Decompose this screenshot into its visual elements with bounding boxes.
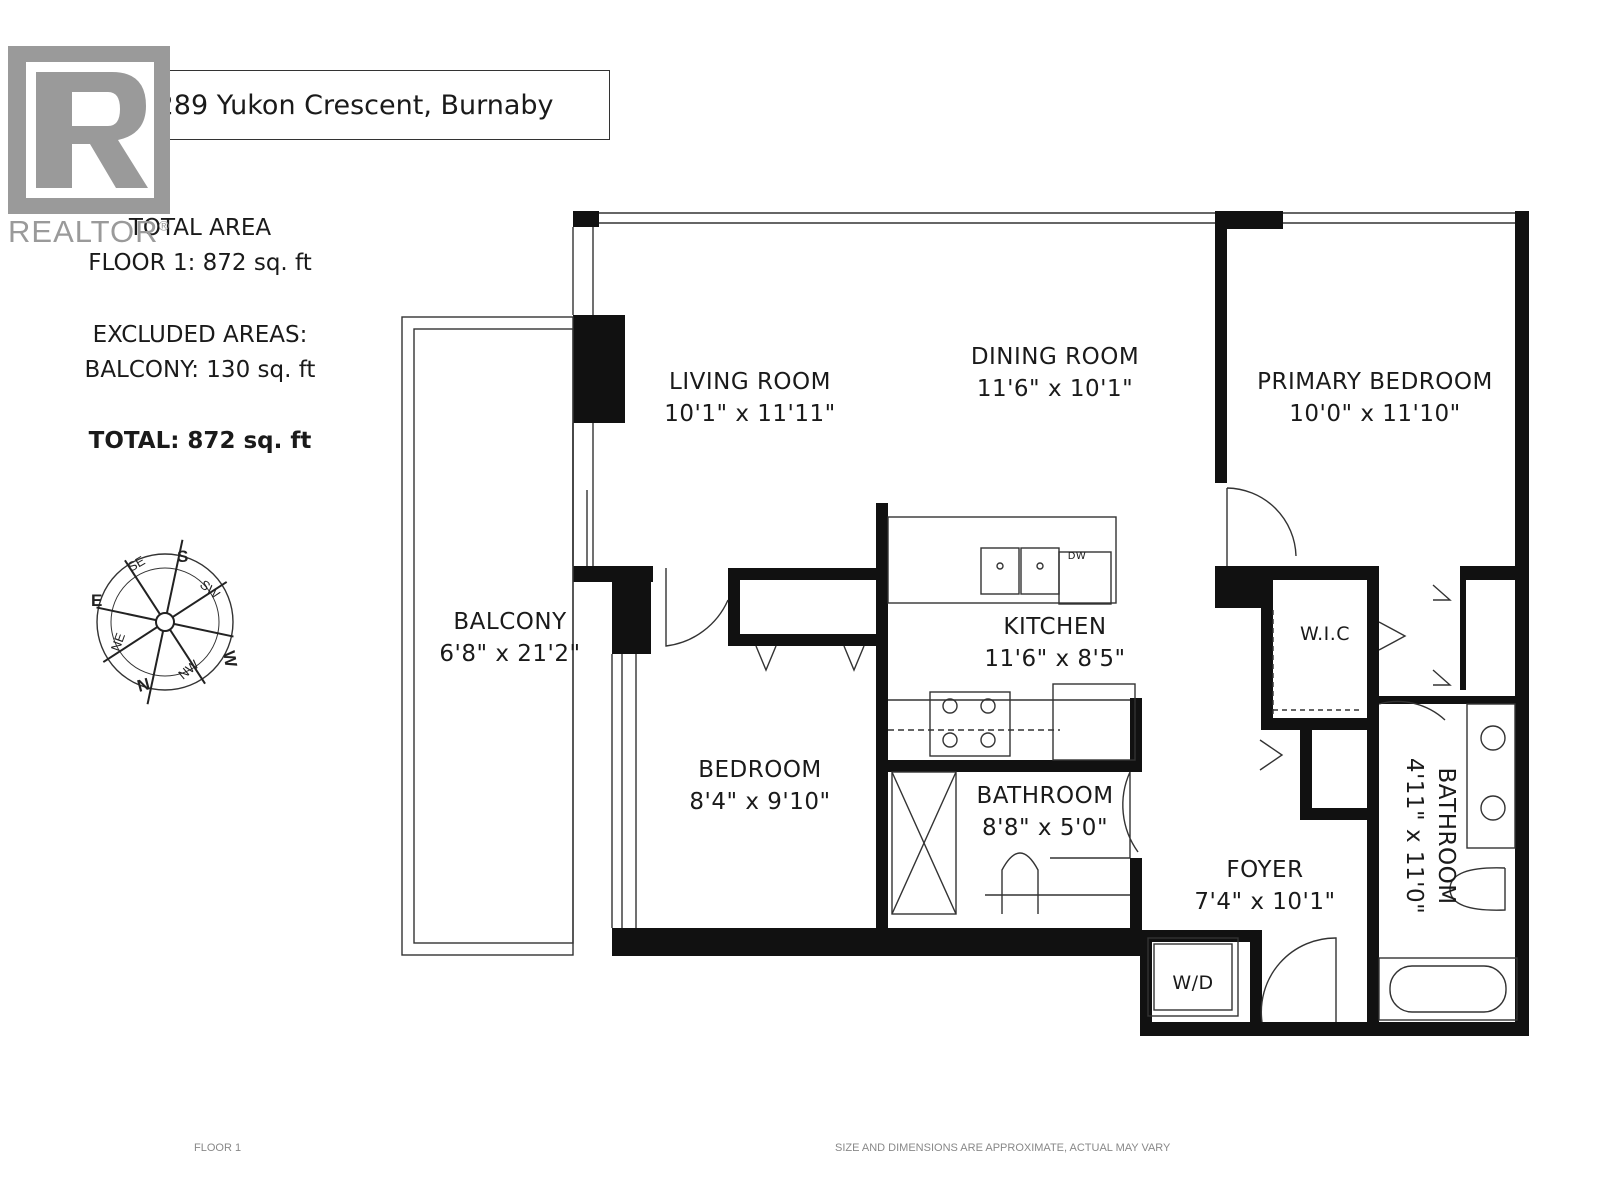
total-area-heading: TOTAL AREA <box>128 215 272 241</box>
room-balcony: BALCONY 6'8" x 21'2" <box>439 609 581 667</box>
room-bathroom-2: BATHROOM 4'11" x 11'0" <box>1401 757 1459 915</box>
room-dining: DINING ROOM 11'6" x 10'1" <box>970 344 1140 402</box>
room-foyer: FOYER 7'4" x 10'1" <box>1194 857 1336 915</box>
compass-rose: S SE SW E W NE NW N <box>91 539 241 705</box>
room-bathroom-1: BATHROOM 8'8" x 5'0" <box>976 783 1114 841</box>
compass-se: SE <box>125 553 148 575</box>
compass-e: E <box>91 591 102 610</box>
room-bedroom: BEDROOM 8'4" x 9'10" <box>689 757 831 815</box>
realtor-logo <box>8 46 170 214</box>
disclaimer: SIZE AND DIMENSIONS ARE APPROXIMATE, ACT… <box>835 1142 1171 1154</box>
room-primary-bedroom: PRIMARY BEDROOM 10'0" x 11'10" <box>1257 369 1493 427</box>
realtor-r-icon <box>8 46 170 214</box>
total-area: TOTAL: 872 sq. ft <box>88 428 312 454</box>
excluded-areas: EXCLUDED AREAS: BALCONY: 130 sq. ft <box>60 318 340 388</box>
floor1-area: FLOOR 1: 872 sq. ft <box>88 250 312 276</box>
compass-w: W <box>219 649 241 669</box>
compass-n: N <box>135 674 152 696</box>
excluded-heading: EXCLUDED AREAS: <box>92 322 308 348</box>
dishwasher-label: DW <box>1067 551 1087 562</box>
room-living: LIVING ROOM 10'1" x 11'11" <box>664 369 836 427</box>
compass-nw: NW <box>175 656 202 682</box>
realtor-logo-text: REALTOR® <box>8 214 170 249</box>
room-wic: W.I.C <box>1299 623 1351 645</box>
balcony-area: BALCONY: 130 sq. ft <box>84 357 316 383</box>
compass-s: S <box>177 547 188 566</box>
area-summary: TOTAL AREA FLOOR 1: 872 sq. ft <box>60 211 340 281</box>
room-kitchen: KITCHEN 11'6" x 8'5" <box>984 614 1126 672</box>
room-wd: W/D <box>1172 972 1214 994</box>
walls <box>573 211 1529 1036</box>
floor-label: FLOOR 1 <box>194 1142 242 1154</box>
thin-lines <box>401 212 1518 1023</box>
compass-ne: NE <box>108 631 128 653</box>
